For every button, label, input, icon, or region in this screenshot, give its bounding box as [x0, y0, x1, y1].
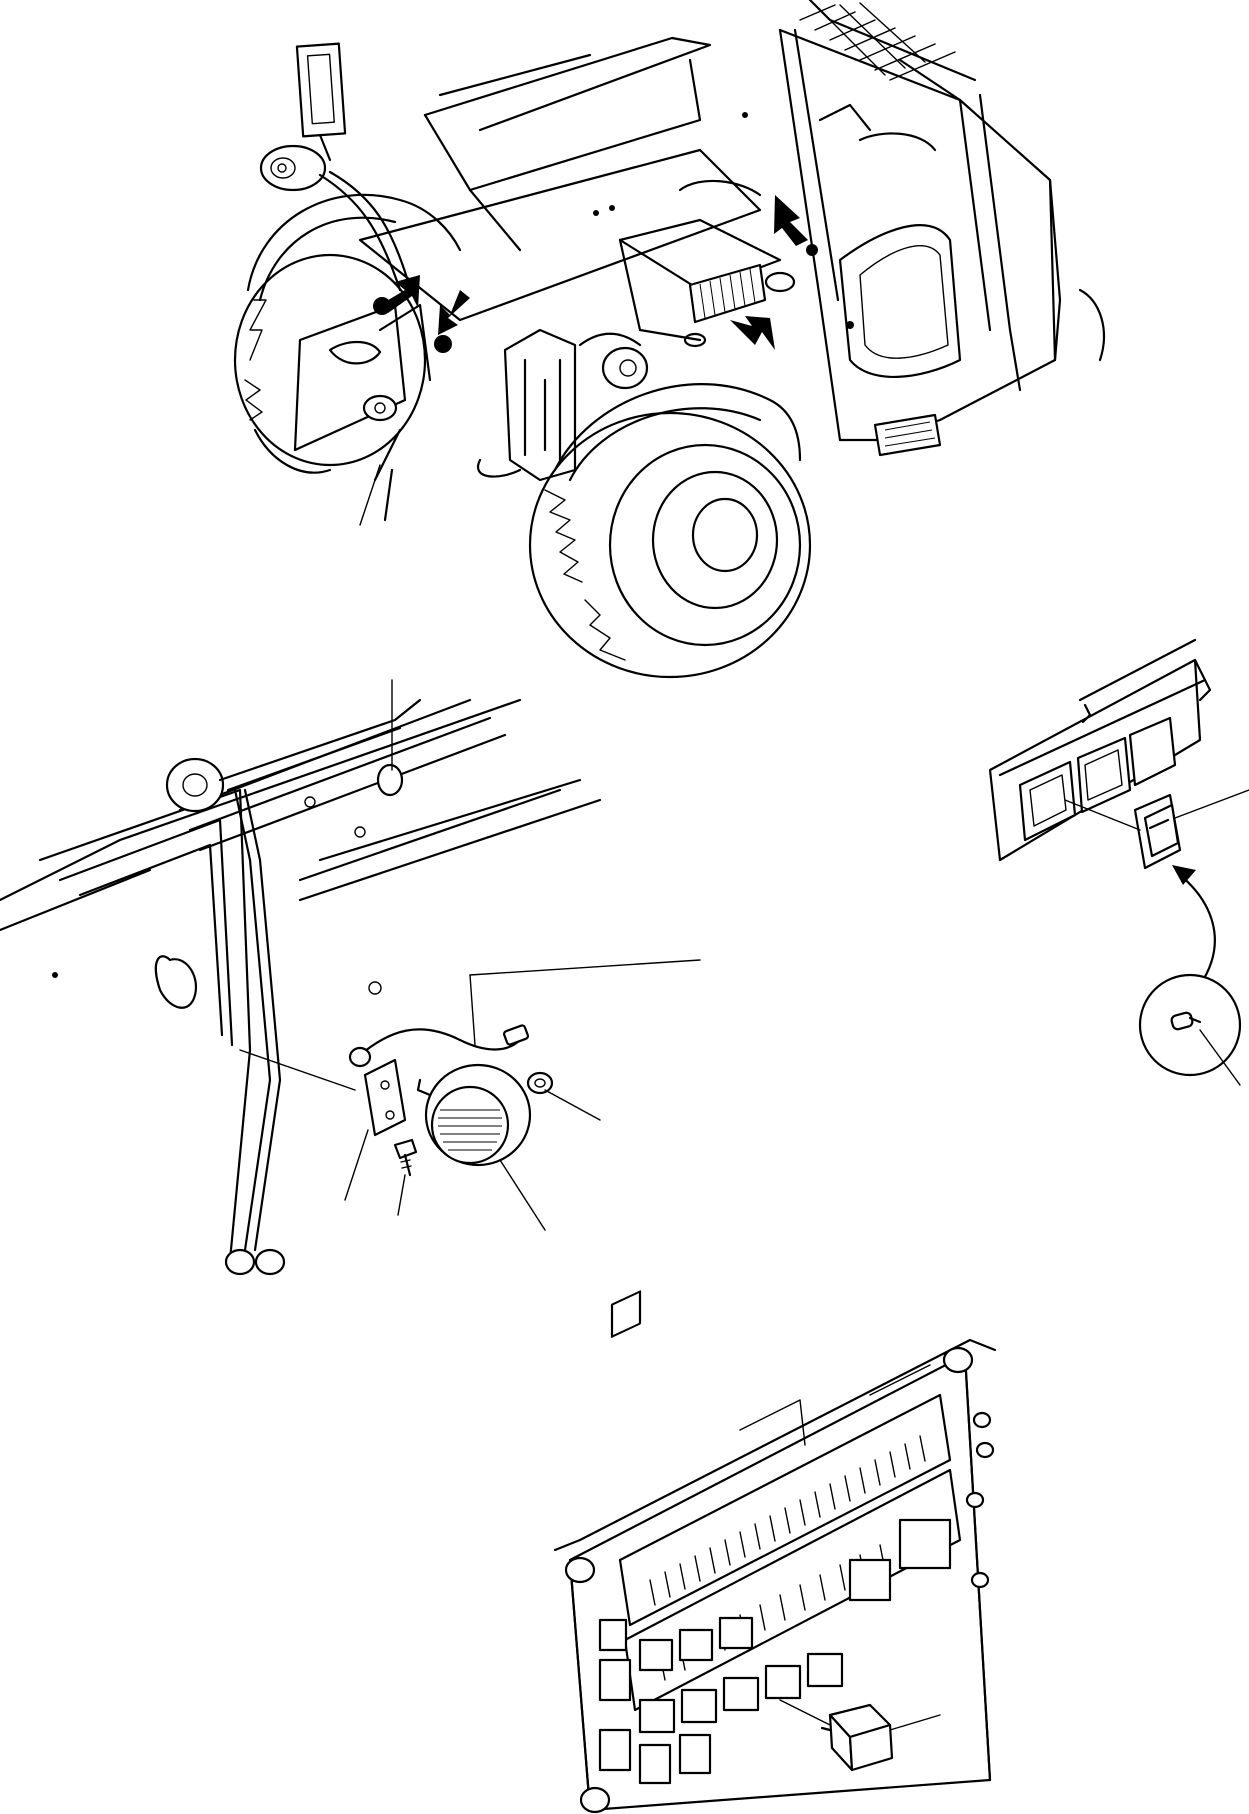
arrow-icon [730, 316, 775, 350]
leader-line [469, 974, 476, 1046]
rear-plate [293, 303, 432, 522]
front-right-wheel [528, 383, 812, 679]
bolt [393, 1138, 418, 1177]
leader-line [239, 1049, 356, 1091]
leader-line [544, 1089, 601, 1121]
leader-line [1174, 789, 1249, 819]
relay-icon [820, 1703, 894, 1772]
mirror [259, 42, 412, 292]
operator-cab [778, 0, 1105, 457]
rear-left-wheel [233, 193, 462, 474]
rear-work-lamp-assembly-view [0, 679, 701, 1276]
arrow-icon [438, 290, 470, 335]
leader-line [397, 1174, 406, 1216]
nut [526, 1071, 554, 1095]
switch-slots [1018, 716, 1177, 842]
relay-blocks [598, 1290, 952, 1785]
harness-arrows [373, 195, 818, 353]
roof-grille [799, 2, 956, 81]
switch-icon [1133, 793, 1182, 870]
side-bracket [476, 328, 649, 482]
leader-line [499, 1159, 546, 1231]
arrow-icon [1172, 865, 1196, 885]
chassis-boom [358, 36, 762, 322]
leader-line [344, 1129, 369, 1201]
dashboard-switch-view [988, 638, 1249, 1086]
bulb-icon [1170, 1011, 1202, 1031]
lamp-icon [416, 1063, 532, 1167]
lamp-bracket [363, 1058, 407, 1137]
hitch-block [618, 179, 796, 348]
relay-fuse-board-view [553, 1290, 997, 1814]
leader-line [469, 959, 701, 976]
lamp-harness [358, 1028, 522, 1057]
arrow-icon [774, 195, 808, 246]
leader-line [889, 1714, 941, 1731]
leader-line [359, 464, 381, 526]
battery-grille [688, 263, 767, 324]
leader-line [1199, 1029, 1241, 1086]
machine-overview-view [233, 0, 1105, 679]
